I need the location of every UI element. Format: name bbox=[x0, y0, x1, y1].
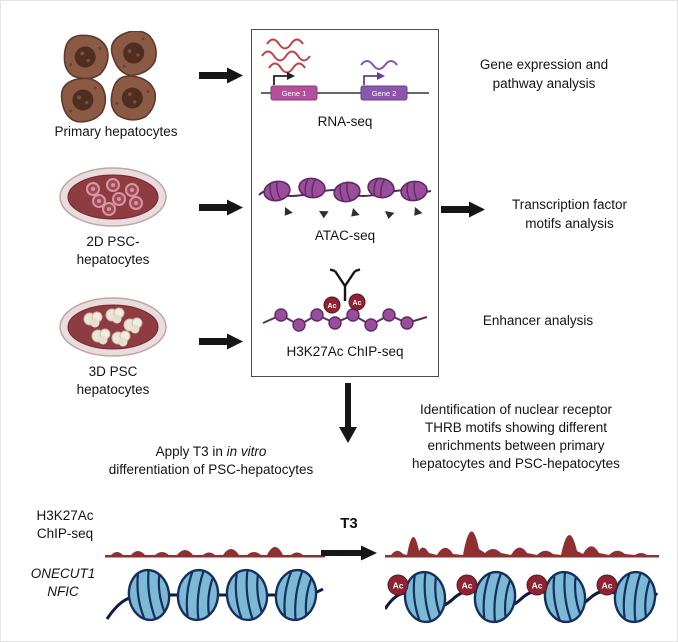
hepatocyte-cell-icon bbox=[59, 75, 109, 123]
hepatocyte-cell-icon bbox=[59, 31, 112, 84]
nucleosome-icon bbox=[271, 566, 321, 624]
nucleosome-icon bbox=[540, 568, 590, 626]
nucleosome-icon bbox=[331, 179, 363, 205]
open-chromatin-icon: Ac Ac Ac Ac bbox=[385, 568, 659, 626]
ac-mark: Ac bbox=[456, 574, 478, 596]
nucleosome-icon bbox=[470, 568, 520, 626]
svg-text:Ac: Ac bbox=[462, 581, 473, 591]
rnaseq-label: RNA-seq bbox=[317, 114, 373, 129]
apply-t3-line2: differentiation of PSC-hepatocytes bbox=[108, 462, 314, 477]
arrow-right-icon bbox=[441, 201, 485, 218]
arrow-right-icon bbox=[199, 199, 243, 216]
hepatocyte-cell-icon bbox=[106, 31, 163, 81]
gene2-box bbox=[360, 85, 408, 101]
nucleosome-beads-icon bbox=[274, 308, 414, 332]
closed-chromatin-icon bbox=[105, 566, 324, 624]
svg-text:Ac: Ac bbox=[353, 300, 362, 307]
arrow-down-icon bbox=[339, 383, 357, 443]
apply-t3-invitro: in vitro bbox=[226, 444, 267, 459]
svg-text:Ac: Ac bbox=[393, 581, 404, 591]
bottom-track-label: H3K27Ac ChIP-seq bbox=[36, 508, 94, 541]
ac-mark: Ac bbox=[596, 574, 618, 596]
arrow-right-icon bbox=[199, 333, 243, 350]
nucleosome-icon bbox=[611, 568, 659, 626]
chipseq-label: H3K27Ac ChIP-seq bbox=[286, 344, 404, 359]
analysis-tf-motifs-label: Transcription factor motifs analysis bbox=[511, 197, 628, 231]
hepatocyte-cell-icon bbox=[104, 70, 162, 123]
nucleosome-icon bbox=[223, 566, 271, 624]
nucleosome-icon bbox=[399, 178, 429, 204]
gene2-label: Gene 2 bbox=[372, 89, 397, 98]
tn5-cut-marks-icon bbox=[282, 207, 424, 220]
ac-mark: Ac bbox=[526, 574, 548, 596]
petri-dish-2d-icon bbox=[59, 167, 167, 227]
ac-mark: Ac bbox=[387, 574, 409, 596]
t3-arrow-icon bbox=[321, 545, 377, 561]
gene2-promoter-arrow-icon bbox=[363, 72, 385, 85]
mrna-transcript-purple-icon bbox=[360, 60, 398, 70]
bottom-genes-label: ONECUT1 NFIC bbox=[30, 566, 96, 599]
psc-2d-label: 2D PSC- hepatocytes bbox=[76, 234, 150, 267]
analysis-enhancer-label: Enhancer analysis bbox=[482, 313, 594, 328]
mrna-transcripts-icon bbox=[261, 38, 311, 74]
atacseq-label: ATAC-seq bbox=[314, 228, 376, 243]
t3-label: T3 bbox=[340, 515, 358, 532]
nucleosome-icon bbox=[261, 178, 293, 204]
identification-text: Identification of nuclear receptor THRB … bbox=[412, 402, 620, 471]
primary-hepatocytes-label: Primary hepatocytes bbox=[54, 124, 178, 139]
nucleosome-icon bbox=[124, 566, 174, 624]
arrow-right-icon bbox=[199, 67, 243, 84]
chip-track-left bbox=[105, 547, 325, 558]
ac-mark: Ac bbox=[323, 296, 341, 314]
psc-3d-label: 3D PSC hepatocytes bbox=[76, 364, 150, 397]
svg-text:Ac: Ac bbox=[602, 581, 613, 591]
atacseq-diagram bbox=[258, 175, 432, 220]
gene1-promoter-arrow-icon bbox=[273, 72, 295, 85]
rnaseq-diagram: Gene 1 Gene 2 bbox=[261, 38, 429, 101]
analysis-gene-expression-label: Gene expression and pathway analysis bbox=[479, 57, 609, 91]
ac-mark: Ac bbox=[348, 293, 366, 311]
apply-t3-text: Apply T3 in in vitro differentiation of … bbox=[71, 425, 351, 497]
dna-line bbox=[262, 313, 428, 327]
gene1-label: Gene 1 bbox=[282, 89, 307, 98]
chip-track-right bbox=[385, 531, 659, 558]
petri-dish-3d-icon bbox=[59, 297, 167, 357]
nucleosome-icon bbox=[174, 566, 222, 624]
gene1-box bbox=[270, 85, 318, 101]
antibody-icon bbox=[329, 268, 361, 301]
chipseq-diagram: Ac Ac bbox=[262, 268, 428, 332]
apply-t3-prefix: Apply T3 in bbox=[155, 444, 227, 459]
primary-hepatocytes-icon bbox=[59, 31, 163, 123]
svg-text:Ac: Ac bbox=[532, 581, 543, 591]
nucleosome-icon bbox=[401, 568, 449, 626]
svg-text:Ac: Ac bbox=[328, 303, 337, 310]
